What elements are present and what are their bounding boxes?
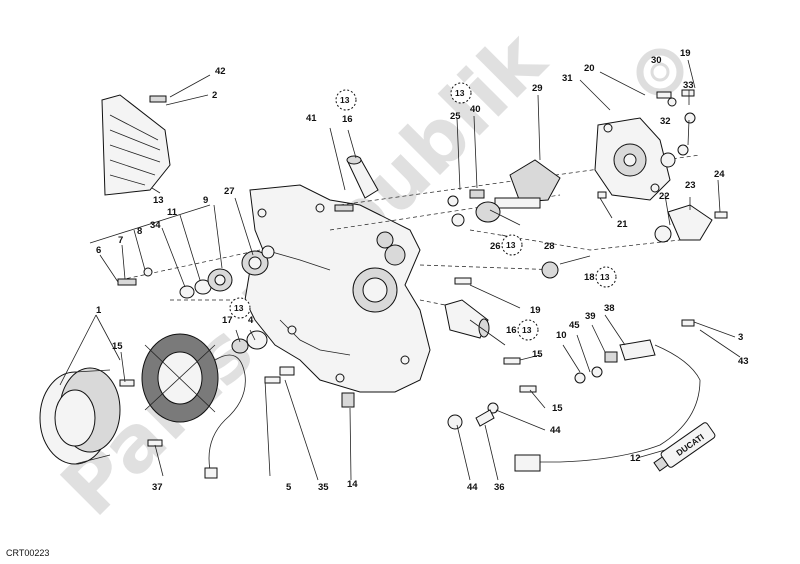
callout-39: 39 (585, 311, 596, 322)
callout-34: 34 (150, 220, 161, 231)
screw-42-part (149, 95, 167, 103)
callout-20: 20 (584, 63, 595, 74)
diagram-code: CRT00223 (6, 548, 50, 558)
water-fitting-16 (346, 155, 379, 199)
callout-2: 2 (212, 90, 217, 101)
callout-27: 27 (224, 186, 235, 197)
generator-stator (141, 333, 246, 479)
callout-25: 25 (450, 111, 461, 122)
callout-43: 43 (738, 356, 749, 367)
callout-33: 33 (683, 80, 694, 91)
callout-18: 18 (584, 272, 595, 283)
callout-15a: 15 (112, 341, 123, 352)
callout-22: 22 (659, 191, 670, 202)
temperature-sensor (514, 319, 701, 472)
callout-13g-badge: 13 (517, 319, 539, 341)
callout-13c: 13 (455, 88, 465, 98)
callout-24: 24 (714, 169, 725, 180)
callout-12: 12 (630, 453, 641, 464)
crankcase-cover (244, 184, 431, 393)
lower-fasteners (341, 357, 537, 430)
callout-37: 37 (152, 482, 163, 493)
callout-14: 14 (347, 479, 358, 490)
callout-40: 40 (470, 104, 481, 115)
callout-13b-badge: 13 (335, 89, 357, 111)
callout-8: 8 (137, 226, 142, 237)
callout-13a: 13 (153, 195, 164, 206)
callout-44b: 44 (467, 482, 478, 493)
water-pump (447, 117, 676, 279)
callout-10: 10 (556, 330, 567, 341)
callout-41: 41 (306, 113, 317, 124)
generator-rotor (39, 367, 121, 465)
callout-38: 38 (604, 303, 615, 314)
callout-4: 4 (248, 315, 254, 326)
callout-28: 28 (544, 241, 555, 252)
callout-13f: 13 (234, 303, 244, 313)
callout-5: 5 (286, 482, 292, 493)
callout-16b: 16 (506, 325, 517, 336)
callout-45: 45 (569, 320, 580, 331)
callout-13e-badge: 13 (595, 266, 617, 288)
outlet-fitting (597, 89, 728, 243)
bolt-19 (454, 277, 472, 285)
callout-7: 7 (118, 235, 123, 246)
callout-11: 11 (167, 207, 178, 218)
callout-labels: 42 2 13 41 16 13 13 25 40 29 31 20 30 19… (96, 48, 749, 493)
callout-3: 3 (738, 332, 743, 343)
callout-9: 9 (203, 195, 208, 206)
callout-13b: 13 (340, 95, 350, 105)
sprocket-cover (101, 94, 171, 196)
callout-6: 6 (96, 245, 101, 256)
callout-13d: 13 (506, 240, 516, 250)
callout-32: 32 (660, 116, 671, 127)
callout-26: 26 (490, 241, 501, 252)
callout-16a: 16 (342, 114, 353, 125)
callout-19b: 19 (530, 305, 541, 316)
bolt-41 (334, 204, 354, 212)
callout-42: 42 (215, 66, 226, 77)
callout-1: 1 (96, 305, 102, 316)
callout-21: 21 (617, 219, 628, 230)
callout-13e: 13 (600, 272, 610, 282)
callout-17: 17 (222, 315, 233, 326)
callout-31: 31 (562, 73, 573, 84)
water-fitting-16-lower (444, 299, 490, 339)
callout-13g: 13 (522, 325, 532, 335)
callout-29: 29 (532, 83, 543, 94)
callout-15b: 15 (532, 349, 543, 360)
callout-13f-badge: 13 (229, 297, 251, 319)
callout-44a: 44 (550, 425, 561, 436)
callout-30: 30 (651, 55, 662, 66)
sealant-tube: DUCATI (653, 422, 716, 472)
left-bearing-stack (117, 245, 275, 299)
callout-13d-badge: 13 (501, 234, 523, 256)
callout-13c-badge: 13 (450, 82, 472, 104)
callout-15c: 15 (552, 403, 563, 414)
callout-19a: 19 (680, 48, 691, 59)
callout-36: 36 (494, 482, 505, 493)
callout-35: 35 (318, 482, 329, 493)
callout-23: 23 (685, 180, 696, 191)
